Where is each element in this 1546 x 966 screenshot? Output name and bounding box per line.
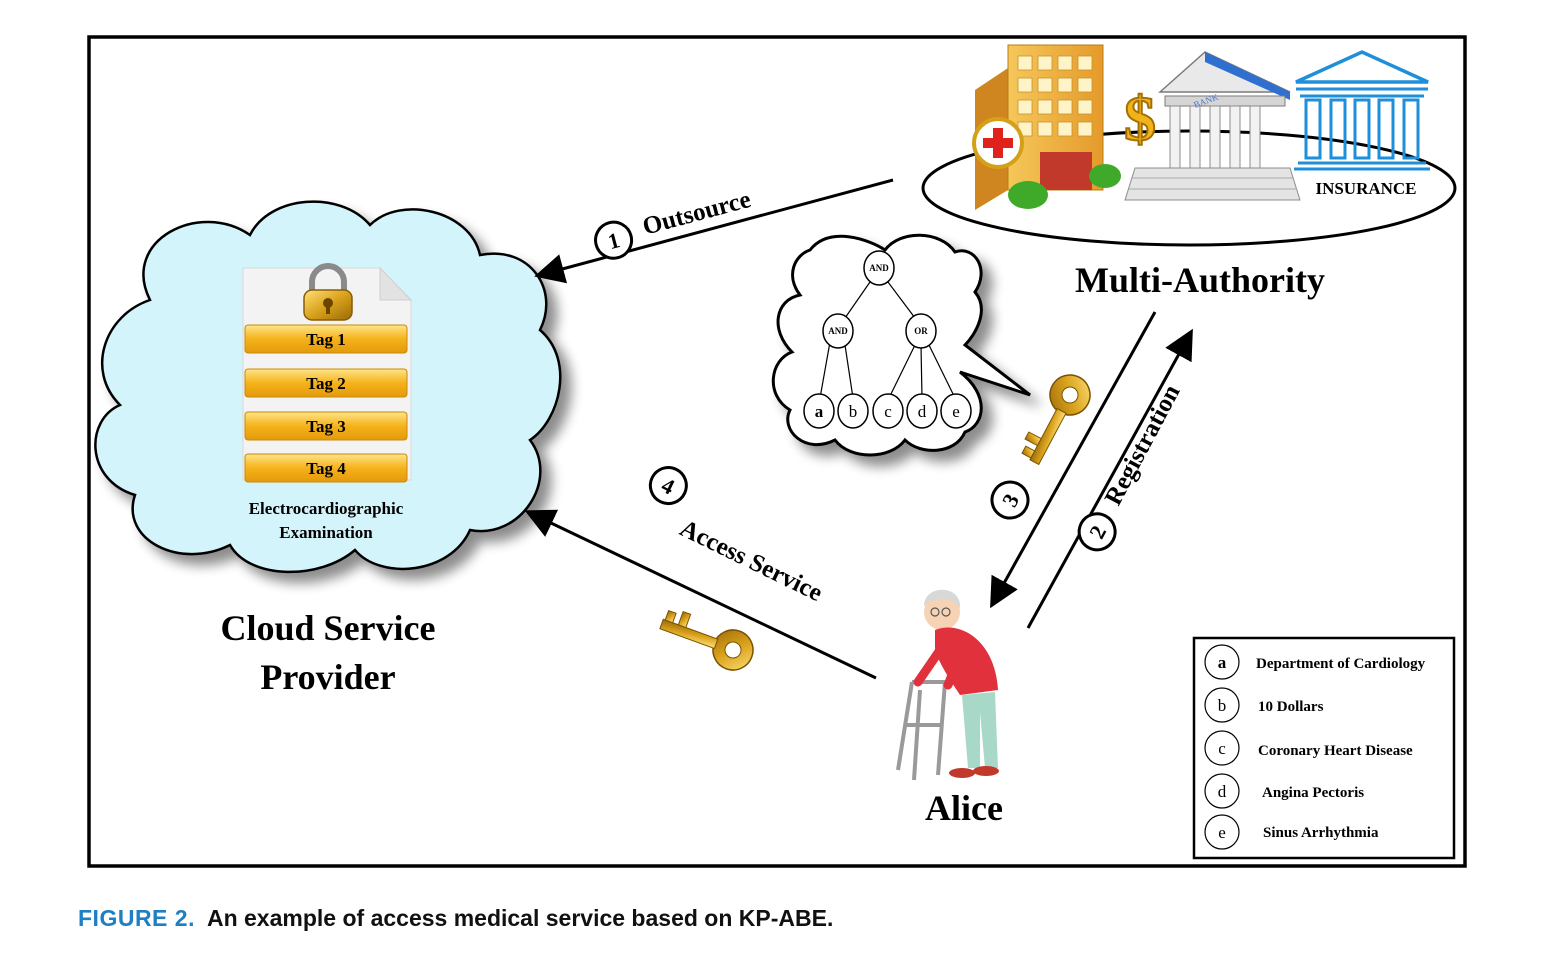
legend-item: e Sinus Arrhythmia [1204,814,1379,850]
legend-item: a Department of Cardiology [1204,644,1426,680]
cloud-title: Cloud Service [221,608,436,648]
figure-label: FIGURE 2. [78,905,195,931]
document-label: Examination [279,523,373,542]
hospital-icon [972,44,1121,210]
tree-leaf: e [940,393,972,429]
legend-item: b 10 Dollars [1204,687,1324,723]
alice-name: Alice [925,788,1003,828]
key-icon [659,609,754,671]
tree-edges [819,281,956,399]
tree-node: AND [863,250,895,286]
alice-figure: Alice [896,589,1003,828]
outsource-arrow [534,178,894,284]
tag-bar: Tag 4 [244,453,408,483]
figure-caption: FIGURE 2. An example of access medical se… [78,905,833,932]
legend-value: 10 Dollars [1258,699,1324,715]
legend-key: e [1218,823,1226,842]
cloud-service-provider: Tag 1 Tag 2 Tag 3 Tag 4 Electrocardiogra… [94,200,562,697]
tag-label: Tag 1 [306,330,346,349]
legend-key: a [1218,653,1227,672]
tree-node: OR [905,313,937,349]
legend-key: d [1218,782,1227,801]
step-3: 3 [990,480,1030,520]
legend-key: c [1218,739,1226,758]
tag-bar: Tag 2 [244,368,408,398]
caption-text: An example of access medical service bas… [206,905,834,931]
tree-leaf: a [803,393,835,429]
tree-leaf-label: c [884,402,892,421]
tag-label: Tag 4 [306,459,346,478]
key-icon [1021,374,1091,466]
tree-node-label: OR [914,326,928,336]
step-number-circle [594,220,634,260]
tree-leaf: c [872,393,904,429]
legend-value: Angina Pectoris [1262,785,1364,801]
tree-node-label: AND [869,263,889,273]
registration-arrow [1026,328,1193,629]
cloud-title: Provider [260,657,395,697]
tag-bar: Tag 3 [244,411,408,441]
legend-key: b [1218,696,1227,715]
bank-icon: BANK [1124,51,1301,201]
tree-leaf-label: b [849,402,858,421]
tree-leaf-label: d [918,402,927,421]
access-policy-bubble: AND AND OR a b c d e [771,233,1031,457]
multi-authority: $ BANK INSURANCE M [921,44,1457,300]
tree-leaf-label: e [952,402,960,421]
document-icon: Tag 1 Tag 2 Tag 3 Tag 4 [242,263,413,483]
legend-item: d Angina Pectoris [1204,773,1364,809]
padlock-icon [303,263,353,321]
insurance-label: INSURANCE [1315,179,1416,198]
tree-leaf: d [906,393,938,429]
legend-item: c Coronary Heart Disease [1204,730,1413,766]
step-number-circle [990,480,1030,520]
step-2: 2 Registration [1077,380,1186,552]
figure-frame [87,35,1467,868]
tree-node: AND [822,313,854,349]
dollar-icon: $ [1124,83,1156,154]
tree-leaf: b [837,393,869,429]
key-issue-arrow [990,311,1157,609]
tag-label: Tag 3 [306,417,346,436]
step-4: 4 Access Service [648,466,827,607]
legend-value: Department of Cardiology [1256,656,1426,672]
tree-node-label: AND [828,326,848,336]
legend-value: Coronary Heart Disease [1258,743,1413,759]
tag-label: Tag 2 [306,374,346,393]
tag-bar: Tag 1 [244,324,408,354]
document-label: Electrocardiographic [249,499,404,518]
attribute-legend: a Department of Cardiology b 10 Dollars … [1192,636,1456,860]
legend-value: Sinus Arrhythmia [1263,825,1379,841]
walker-icon [896,680,948,781]
step-number-circle [1077,512,1117,552]
step-label: Registration [1100,380,1186,509]
authority-title: Multi-Authority [1075,260,1325,300]
step-number-circle [648,466,688,506]
insurance-icon [1294,50,1430,171]
tree-leaf-label: a [815,402,824,421]
access-service-arrow [524,509,877,680]
